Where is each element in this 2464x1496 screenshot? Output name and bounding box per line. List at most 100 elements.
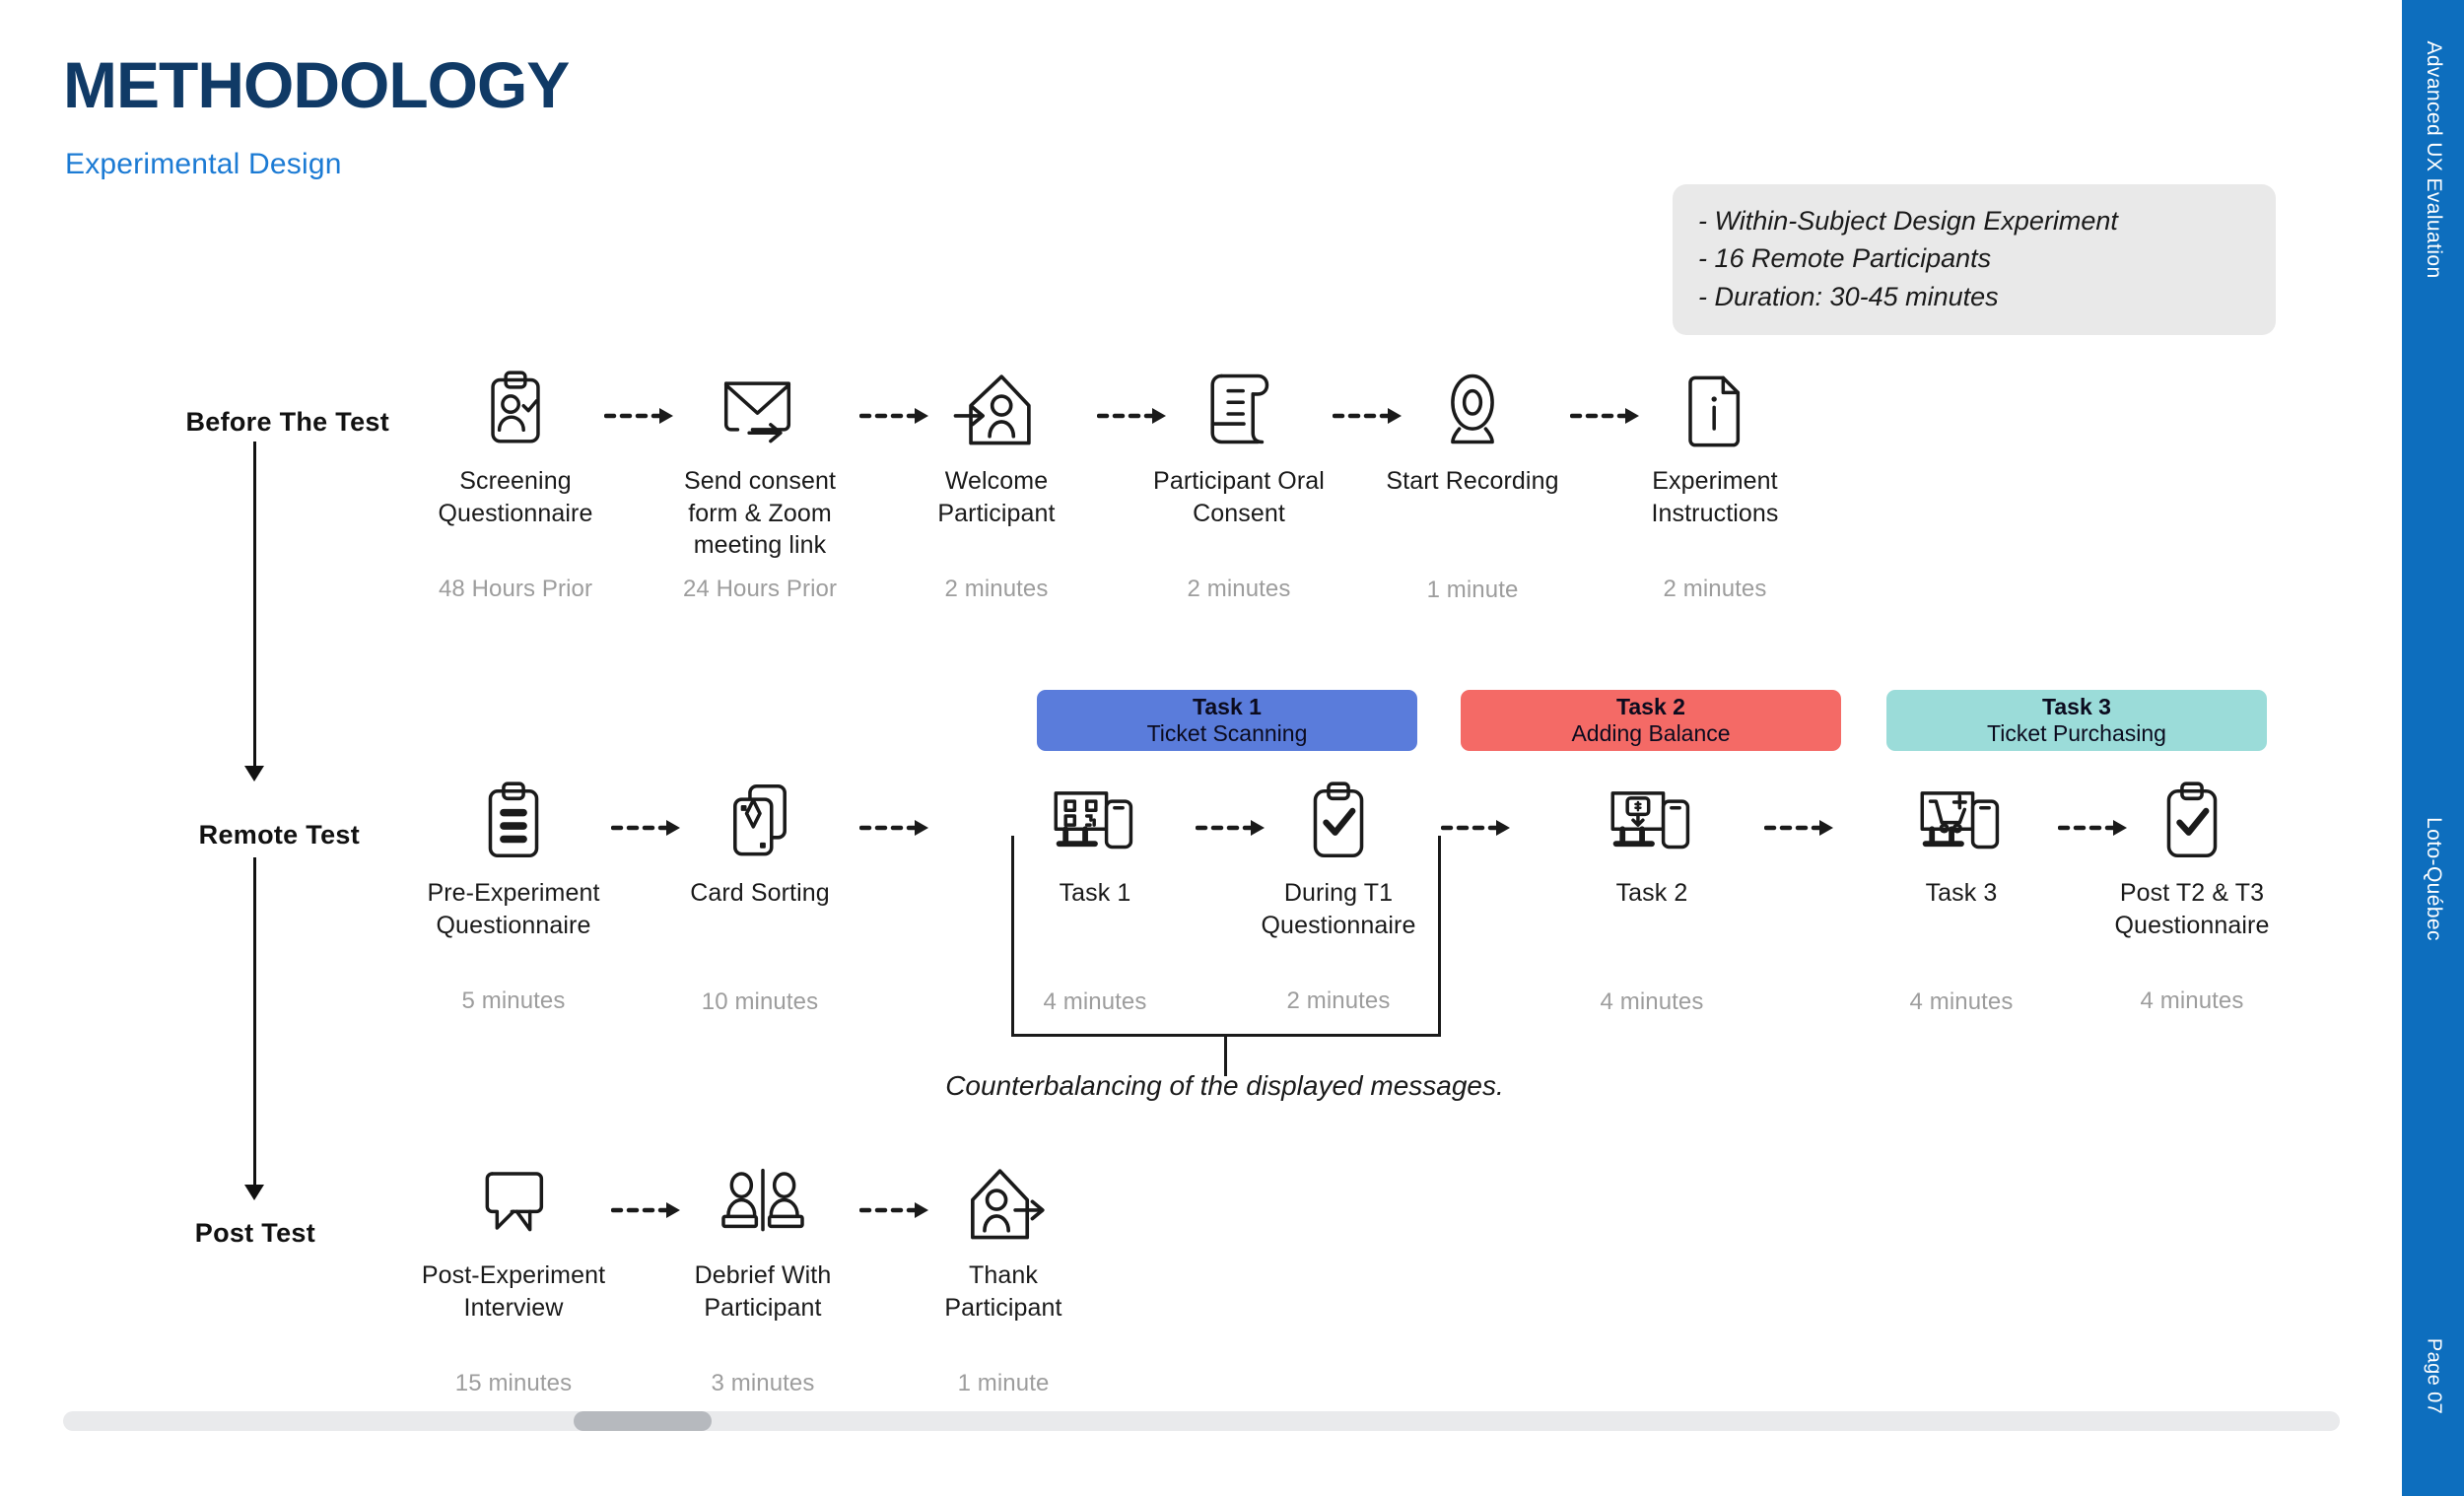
page-subtitle: Experimental Design xyxy=(65,148,342,180)
shopping-cart-icon xyxy=(1833,779,2089,863)
step-duration: 10 minutes xyxy=(701,987,819,1015)
phase-connector-line-1 xyxy=(253,442,256,769)
step-title: Task 1 xyxy=(1059,879,1131,907)
step-title: Task 3 xyxy=(1925,879,1998,907)
step-remote-3[interactable]: Task 1 4 minutes xyxy=(967,779,1223,1016)
step-remote-2[interactable]: Card Sorting 10 minutes xyxy=(632,779,888,1016)
info-line-duration: - Duration: 30-45 minutes xyxy=(1698,281,1999,311)
sidebar-client-label: Loto-Québec xyxy=(2422,817,2445,941)
task-badge-2[interactable]: Task 2 Adding Balance xyxy=(1461,690,1841,751)
right-sidebar: Advanced UX Evaluation Loto-Québec Page … xyxy=(2402,0,2464,1496)
clipboard-list-icon xyxy=(385,779,642,863)
step-duration: 4 minutes xyxy=(2140,987,2244,1014)
flow-arrow-icon xyxy=(1096,406,1172,426)
counterbalancing-bracket-stem xyxy=(1224,1035,1227,1076)
phase-label-post-test: Post Test xyxy=(194,1218,315,1248)
two-people-split-icon xyxy=(635,1161,891,1246)
flow-arrow-icon xyxy=(2057,818,2133,838)
step-duration: 4 minutes xyxy=(1043,987,1147,1015)
horizontal-scrollbar-thumb[interactable] xyxy=(574,1411,712,1431)
clipboard-check-icon xyxy=(2064,779,2320,863)
clipboard-check-icon xyxy=(1210,779,1467,863)
page-title: METHODOLOGY xyxy=(63,48,570,121)
step-before-5[interactable]: Start Recording 1 minute xyxy=(1344,367,1601,604)
flow-arrow-icon xyxy=(1332,406,1407,426)
step-duration: 2 minutes xyxy=(944,576,1049,602)
step-duration: 48 Hours Prior xyxy=(438,576,593,602)
step-duration: 5 minutes xyxy=(461,987,566,1014)
step-title: Start Recording xyxy=(1386,467,1559,495)
task-badge-3[interactable]: Task 3 Ticket Purchasing xyxy=(1886,690,2267,751)
clipboard-person-icon xyxy=(387,367,644,451)
phase-label-remote-test: Remote Test xyxy=(198,820,360,850)
webcam-icon xyxy=(1344,367,1601,451)
step-duration: 1 minute xyxy=(1426,576,1519,603)
experiment-info-box: - Within-Subject Design Experiment - 16 … xyxy=(1673,184,2276,335)
task-badge-1-subtitle: Ticket Scanning xyxy=(1146,719,1308,746)
sidebar-page-number: Page 07 xyxy=(2423,1337,2444,1415)
flow-arrow-icon xyxy=(610,818,686,838)
counterbalancing-bracket xyxy=(1011,836,1441,1037)
step-remote-6[interactable]: Task 3 4 minutes xyxy=(1833,779,2089,1016)
step-duration: 4 minutes xyxy=(1600,987,1704,1015)
scroll-document-icon xyxy=(1111,367,1367,451)
flow-arrow-icon xyxy=(858,818,934,838)
document-info-icon xyxy=(1587,367,1843,451)
step-title: Card Sorting xyxy=(690,879,830,907)
flow-arrow-icon xyxy=(1440,818,1516,838)
sidebar-project-label: Advanced UX Evaluation xyxy=(2422,40,2445,279)
info-line-participants: - 16 Remote Participants xyxy=(1698,243,1992,274)
task-badge-1-name: Task 1 xyxy=(1193,693,1262,719)
info-line-design: - Within-Subject Design Experiment xyxy=(1698,206,2118,236)
step-duration: 1 minute xyxy=(957,1370,1050,1396)
flow-arrow-icon xyxy=(603,406,679,426)
flow-arrow-icon xyxy=(1195,818,1270,838)
speech-bubbles-icon xyxy=(385,1161,642,1246)
envelope-send-icon xyxy=(632,367,888,451)
step-title: Task 2 xyxy=(1615,879,1688,907)
phase-label-before-the-test: Before The Test xyxy=(185,407,389,437)
task-badge-3-name: Task 3 xyxy=(2042,693,2111,719)
task-badge-1[interactable]: Task 1 Ticket Scanning xyxy=(1037,690,1417,751)
step-duration: 24 Hours Prior xyxy=(682,575,838,602)
counterbalancing-note: Counterbalancing of the displayed messag… xyxy=(945,1070,1504,1101)
flow-arrow-icon xyxy=(1569,406,1645,426)
step-duration: 2 minutes xyxy=(1286,987,1391,1014)
step-duration: 2 minutes xyxy=(1187,576,1291,602)
deposit-money-icon xyxy=(1524,779,1780,863)
step-duration: 3 minutes xyxy=(711,1370,815,1396)
step-duration: 15 minutes xyxy=(454,1370,573,1396)
step-duration: 2 minutes xyxy=(1663,576,1767,602)
house-exit-person-icon xyxy=(875,1161,1131,1246)
step-duration: 4 minutes xyxy=(1909,987,2014,1015)
house-enter-person-icon xyxy=(868,367,1125,451)
flow-arrow-icon xyxy=(858,406,934,426)
phase-connector-arrowhead-1 xyxy=(244,766,264,782)
flow-arrow-icon xyxy=(1763,818,1839,838)
horizontal-scrollbar-track[interactable] xyxy=(63,1411,2340,1431)
task-badge-2-name: Task 2 xyxy=(1616,693,1685,719)
step-remote-5[interactable]: Task 2 4 minutes xyxy=(1524,779,1780,1016)
